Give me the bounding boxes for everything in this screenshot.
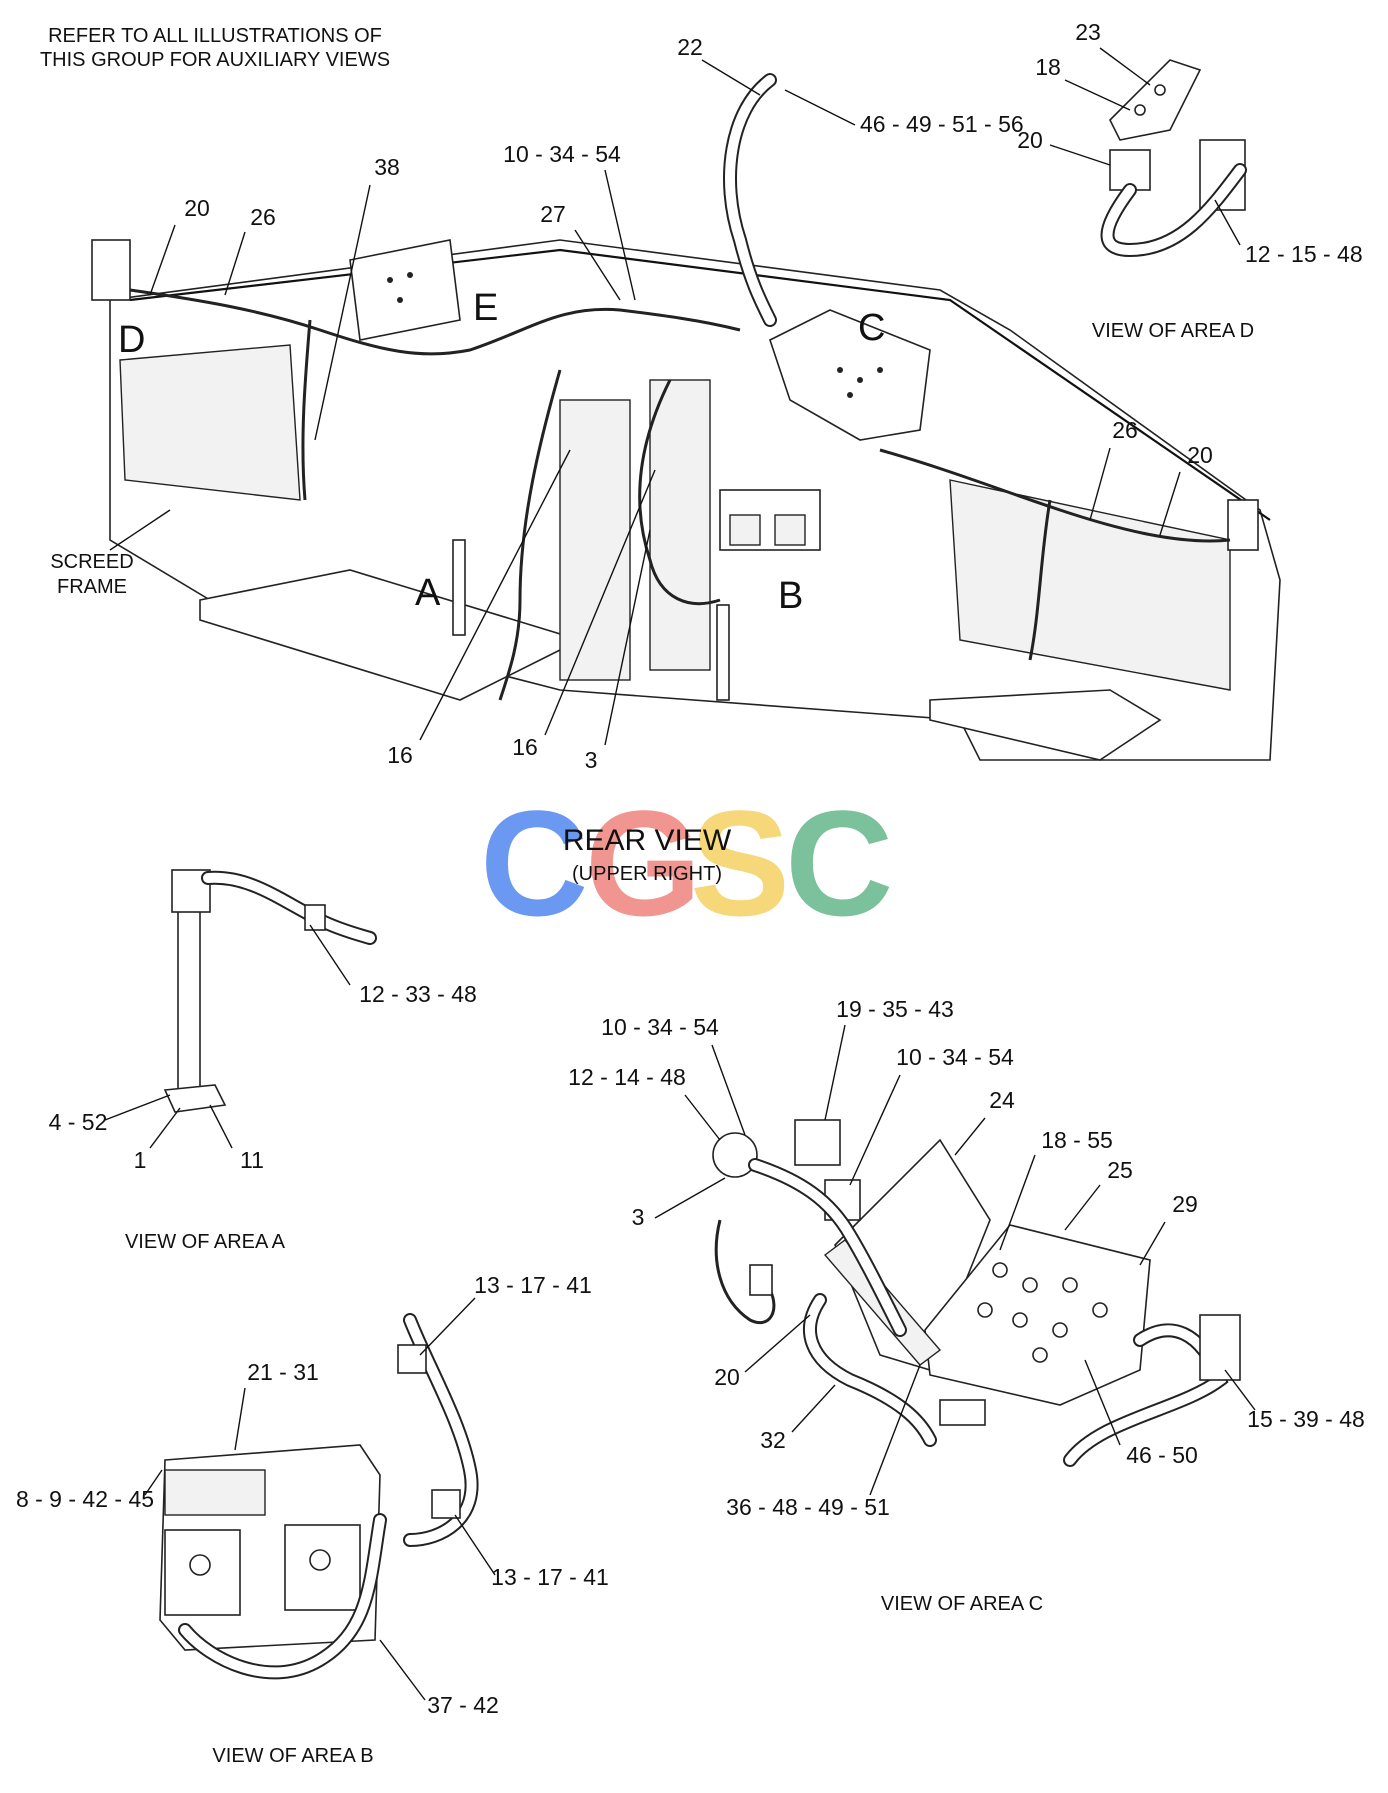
area-letter-b: B	[778, 575, 803, 617]
area-d-callout-23: 23	[1075, 19, 1101, 45]
area-c-callout-36-48-49-51: 36 - 48 - 49 - 51	[726, 1494, 890, 1520]
area-b-clamp-bottom	[431, 1489, 461, 1519]
view-title-area-b: VIEW OF AREA B	[212, 1745, 373, 1767]
view-title-area-c: VIEW OF AREA C	[881, 1593, 1043, 1615]
center-column-2	[649, 379, 711, 671]
area-c-callout-32: 32	[760, 1427, 786, 1453]
sensor-pole-a	[452, 539, 466, 636]
callout-10-34-54: 10 - 34 - 54	[503, 141, 621, 167]
view-title-area-a: VIEW OF AREA A	[125, 1231, 286, 1253]
header-note-line1: REFER TO ALL ILLUSTRATIONS OF	[48, 25, 382, 47]
callout-27: 27	[540, 201, 566, 227]
control-box-c	[769, 309, 931, 441]
area-letter-e: E	[473, 287, 498, 329]
bracket-d	[91, 239, 131, 301]
area-c-callout-10-34-54-b: 10 - 34 - 54	[896, 1044, 1014, 1070]
center-column	[559, 399, 631, 681]
area-c-callout-3: 3	[632, 1204, 645, 1230]
area-b-callout-13-17-41-bottom: 13 - 17 - 41	[491, 1564, 609, 1590]
area-a-callout-4-52: 4 - 52	[49, 1109, 108, 1135]
area-c-connector-right	[1199, 1314, 1241, 1381]
watermark-letter-4: C	[785, 779, 893, 947]
area-letter-a: A	[415, 572, 441, 614]
right-walkway	[929, 689, 1162, 761]
left-walkway	[199, 569, 583, 701]
area-a-callout-1: 1	[134, 1147, 147, 1173]
callout-16-a: 16	[387, 742, 413, 768]
area-d-bracket	[1109, 59, 1202, 141]
area-c-callout-18-55: 18 - 55	[1041, 1127, 1113, 1153]
area-c-callout-25: 25	[1107, 1157, 1133, 1183]
rear-view-subtitle: (UPPER RIGHT)	[572, 863, 722, 885]
area-c-box-base	[924, 1224, 1151, 1406]
area-c-callout-12-14-48: 12 - 14 - 48	[568, 1064, 686, 1090]
watermark-letter-3: S	[690, 779, 790, 947]
callout-20-left: 20	[184, 195, 210, 221]
callout-26-left: 26	[250, 204, 276, 230]
area-c-callout-46-50: 46 - 50	[1126, 1442, 1198, 1468]
area-b-callout-21-31: 21 - 31	[247, 1359, 319, 1385]
rear-view-title: REAR VIEW	[563, 824, 732, 857]
control-box-e	[349, 239, 461, 341]
center-harness-a	[498, 369, 562, 701]
header-note-line2: THIS GROUP FOR AUXILIARY VIEWS	[40, 49, 390, 71]
area-c-pigtail	[714, 1219, 776, 1325]
area-a-sensor-pole	[177, 899, 201, 1091]
area-d-callout-12-15-48: 12 - 15 - 48	[1245, 241, 1363, 267]
area-c-bottom-fitting	[939, 1399, 986, 1426]
area-a-illustration	[163, 869, 377, 1113]
callout-22: 22	[677, 34, 703, 60]
watermark: C G S C	[480, 779, 893, 947]
area-c-callout-29: 29	[1172, 1191, 1198, 1217]
area-c-callout-15-39-48: 15 - 39 - 48	[1247, 1406, 1365, 1432]
area-b-clamp-top	[397, 1344, 427, 1374]
area-d-callout-20: 20	[1017, 127, 1043, 153]
callout-3: 3	[585, 747, 598, 773]
sensor-pole-b	[716, 604, 730, 701]
main-harness	[129, 288, 741, 356]
callout-38: 38	[374, 154, 400, 180]
area-b-callout-13-17-41-top: 13 - 17 - 41	[474, 1272, 592, 1298]
screed-frame-line1: SCREED	[50, 551, 133, 573]
area-b-ecm-lid	[164, 1469, 266, 1516]
right-drop-harness	[1028, 499, 1052, 661]
area-letter-c: C	[858, 307, 885, 349]
area-c-illustration	[712, 1119, 1241, 1467]
area-c-connector-19-35-43	[794, 1119, 841, 1166]
area-d-illustration	[1100, 59, 1247, 258]
area-c-callout-19-35-43: 19 - 35 - 43	[836, 996, 954, 1022]
watermark-letter-2: G	[585, 779, 702, 947]
area-b-callout-8-9-42-45: 8 - 9 - 42 - 45	[16, 1486, 154, 1512]
area-b-illustration	[159, 1313, 479, 1680]
watermark-letter-1: C	[480, 779, 588, 947]
center-harness-b	[638, 379, 721, 606]
area-d-callout-18: 18	[1035, 54, 1061, 80]
area-c-callout-24: 24	[989, 1087, 1015, 1113]
right-panel	[949, 479, 1231, 691]
area-a-base	[163, 1084, 227, 1113]
right-harness	[879, 448, 1231, 543]
area-c-callout-10-34-54-a: 10 - 34 - 54	[601, 1014, 719, 1040]
area-a-callout-11: 11	[240, 1147, 264, 1173]
area-a-clip	[304, 904, 326, 931]
screed-frame-leader	[109, 509, 171, 551]
screed-frame-line2: FRAME	[57, 576, 127, 598]
bracket-right	[1227, 499, 1259, 551]
rear-view-illustration	[91, 73, 1281, 761]
area-a-callout-12-33-48: 12 - 33 - 48	[359, 981, 477, 1007]
callout-20-right: 20	[1187, 442, 1213, 468]
left-panel	[119, 344, 301, 501]
area-letter-d: D	[118, 319, 145, 361]
area-b-callout-37-42: 37 - 42	[427, 1692, 499, 1718]
view-title-area-d: VIEW OF AREA D	[1092, 320, 1254, 342]
area-c-round-connector	[712, 1132, 758, 1178]
callout-26-right: 26	[1112, 417, 1138, 443]
left-drop-harness	[301, 319, 312, 501]
area-c-callout-20: 20	[714, 1364, 740, 1390]
callout-46-49-51-56: 46 - 49 - 51 - 56	[860, 111, 1024, 137]
callout-16-b: 16	[512, 734, 538, 760]
